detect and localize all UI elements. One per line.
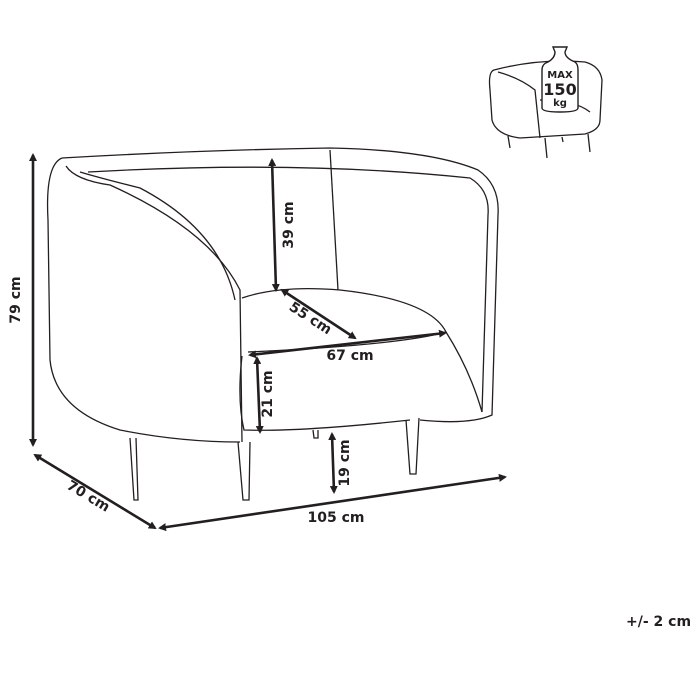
depth-arrow [33, 453, 157, 530]
leg-front-right [237, 441, 251, 501]
label-back-height: 39 cm [281, 201, 297, 248]
max-label: MAX [547, 70, 573, 81]
label-width: 105 cm [308, 510, 365, 526]
tolerance-note: +/- 2 cm [626, 614, 692, 630]
width-arrow [158, 473, 507, 532]
max-unit: kg [553, 98, 567, 109]
dimension-arrows [29, 153, 507, 532]
label-height: 79 cm [8, 276, 24, 323]
leg-front-left [129, 437, 139, 501]
leg-back-right [405, 417, 420, 475]
label-depth: 70 cm [64, 478, 113, 516]
max-load-thumbnail: MAX 150 kg [488, 46, 603, 159]
label-leg-height: 19 cm [337, 439, 353, 486]
weight-icon [541, 46, 579, 113]
chair-outline [46, 147, 499, 501]
label-seat-thickness: 21 cm [260, 370, 276, 417]
leg-height-arrow [328, 432, 338, 494]
max-value: 150 [543, 80, 576, 99]
leg-back-left [312, 429, 319, 439]
label-seat-width: 67 cm [326, 348, 373, 364]
seat-thickness-arrow [253, 356, 264, 434]
back-height-arrow [268, 158, 280, 292]
seat-width-arrow [248, 329, 447, 359]
